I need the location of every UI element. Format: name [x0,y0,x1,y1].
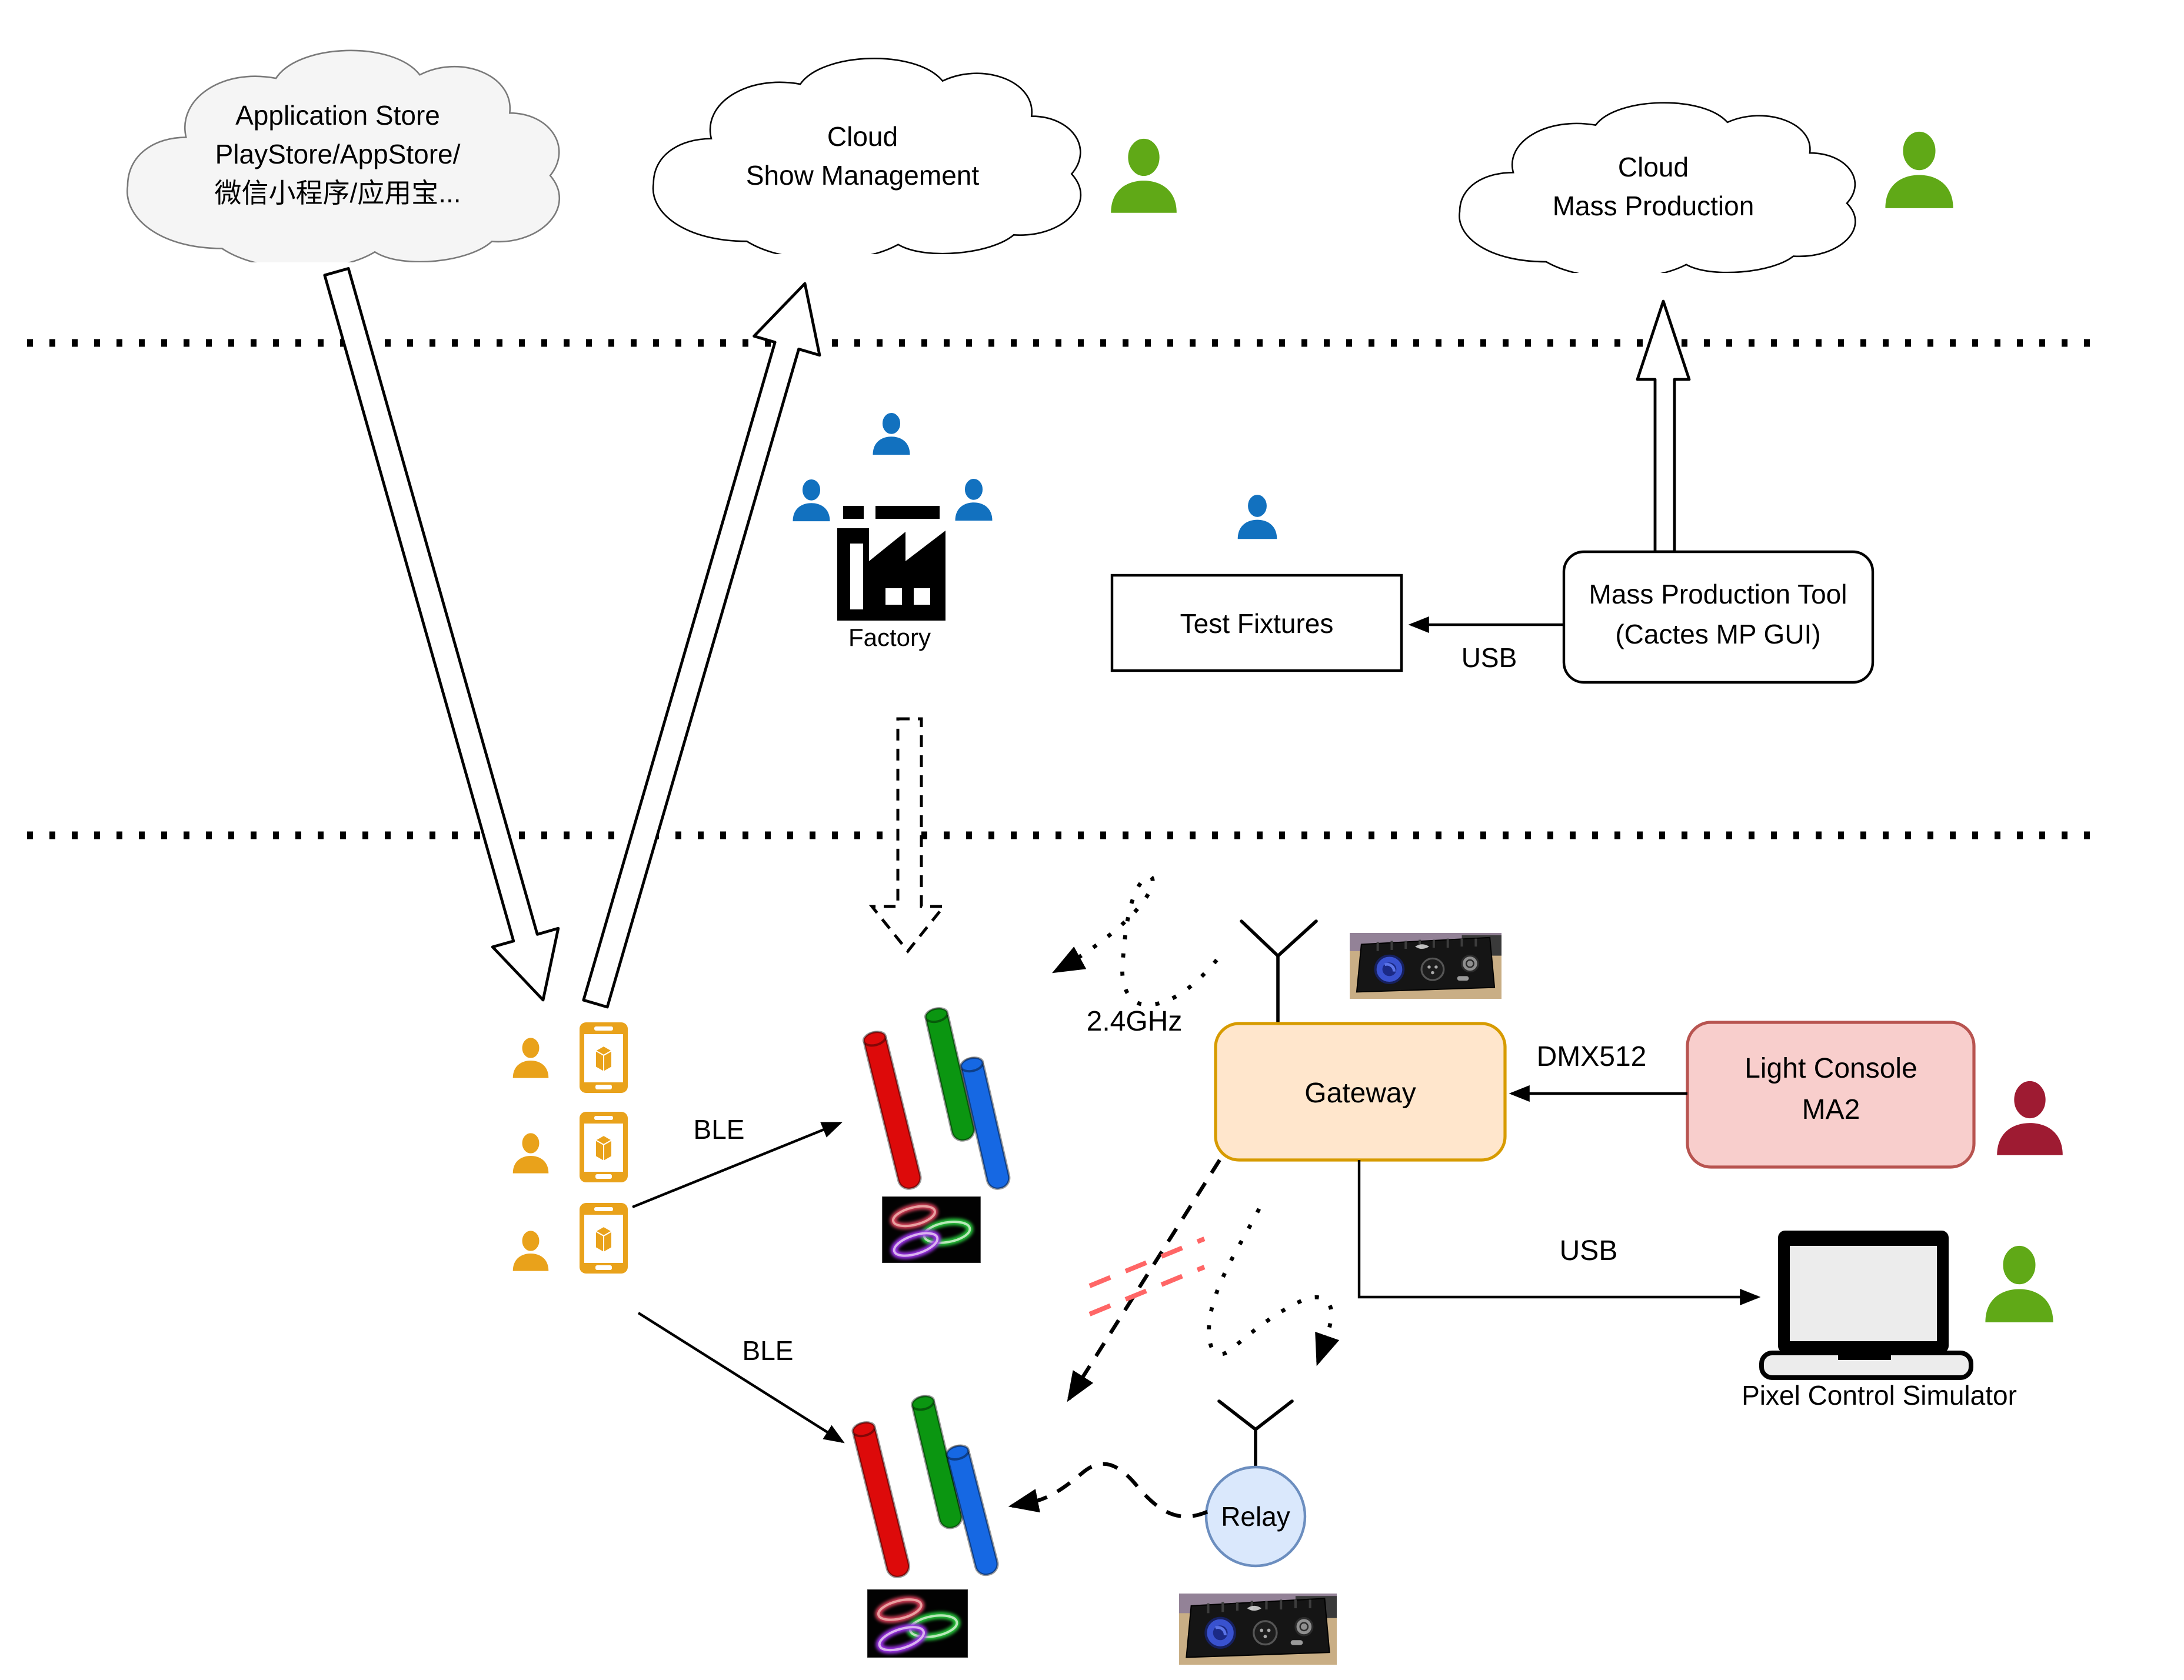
user-icon-blue-left [791,477,831,522]
glow-stick-icon-blue-2 [945,1444,999,1576]
relay-device-photo [1179,1594,1337,1665]
edge-gateway-to-laptop [1357,1160,1761,1306]
gateway-device-photo [1350,933,1502,999]
user-icon-green-showmgmt [1111,137,1177,213]
bracelet-photo-upper [882,1196,980,1263]
usb-bottom-label: USB [1560,1235,1618,1266]
user-icon-orange-3 [511,1228,550,1272]
relay-antenna-icon [1217,1399,1294,1469]
user-icon-blue-right [954,476,994,522]
show-mgmt-line1: Cloud [827,121,898,152]
edge-relay-to-lower-sticks [1008,1462,1208,1519]
edge-ble-upper [632,1121,843,1209]
user-icon-orange-2 [511,1131,550,1174]
cloud-application-store: Application Store PlayStore/AppStore/ 微信… [127,51,559,269]
gateway-label: Gateway [1304,1078,1416,1109]
interference-marks [1088,1236,1206,1316]
user-icon-orange-1 [511,1035,550,1079]
edge-rf-to-relay [1207,1208,1340,1366]
phone-icon-3 [580,1203,628,1274]
dmx512-label: DMX512 [1537,1041,1647,1072]
user-icon-blue-testfixtures [1236,492,1279,540]
mass-production-tool-box [1562,550,1875,684]
glow-sticks-lower [851,1395,999,1658]
phone-icon-2 [580,1112,628,1182]
app-store-line1: Application Store [235,100,440,131]
freq-label: 2.4GHz [1087,1006,1183,1037]
ble-upper-label: BLE [694,1114,745,1145]
console-line2: MA2 [1802,1094,1860,1125]
mp-tool-line2: (Cactes MP GUI) [1615,619,1820,649]
factory-group: Factory [791,411,994,651]
arrow-mptool-to-cloud [1636,299,1691,554]
mass-prod-line1: Cloud [1618,152,1689,182]
gateway-antenna-icon [1240,919,1318,1025]
user-icon-green-laptop [1985,1244,2053,1322]
cloud-show-management: Cloud Show Management [653,58,1081,259]
glow-stick-icon-red [862,1031,922,1190]
glow-sticks-upper [862,1007,1011,1263]
relay-node [1204,1465,1307,1568]
bracelet-photo-lower [867,1589,968,1658]
glow-stick-icon-blue [960,1056,1011,1190]
factory-icon [837,506,945,621]
console-line1: Light Console [1744,1053,1917,1084]
edge-ble-lower [637,1312,845,1444]
app-store-line2: PlayStore/AppStore/ [215,139,461,169]
user-icon-blue-top [871,411,911,456]
arrow-factory-down-dashed [868,717,947,954]
glow-stick-icon-red-2 [851,1421,911,1578]
relay-label: Relay [1221,1501,1290,1532]
arrow-phones-to-cloud [582,282,821,1009]
factory-label: Factory [848,624,931,651]
cloud-mass-production: Cloud Mass Production [1459,103,1855,278]
show-mgmt-line2: Show Management [746,160,980,191]
test-fixtures-label: Test Fixtures [1180,608,1334,639]
mp-tool-line1: Mass Production Tool [1589,579,1847,609]
arrow-appstore-to-phones [323,266,560,1002]
pixel-simulator-label: Pixel Control Simulator [1742,1380,2017,1411]
app-store-line3: 微信小程序/应用宝... [214,178,461,208]
user-icon-green-massprod [1885,130,1953,208]
user-icon-darkred [1997,1079,2063,1155]
phone-icon-1 [580,1022,628,1093]
edge-rf-to-upper-sticks [1052,874,1218,1007]
audience-group [511,1022,628,1274]
edge-gateway-to-lower-sticks-blocked [1067,1159,1221,1402]
ble-lower-label: BLE [743,1335,794,1366]
test-fixtures-box [1110,574,1403,672]
mass-prod-line2: Mass Production [1553,191,1754,221]
usb-top-label: USB [1461,642,1517,673]
laptop-icon [1759,1231,1973,1380]
glow-stick-icon-green [924,1007,976,1142]
